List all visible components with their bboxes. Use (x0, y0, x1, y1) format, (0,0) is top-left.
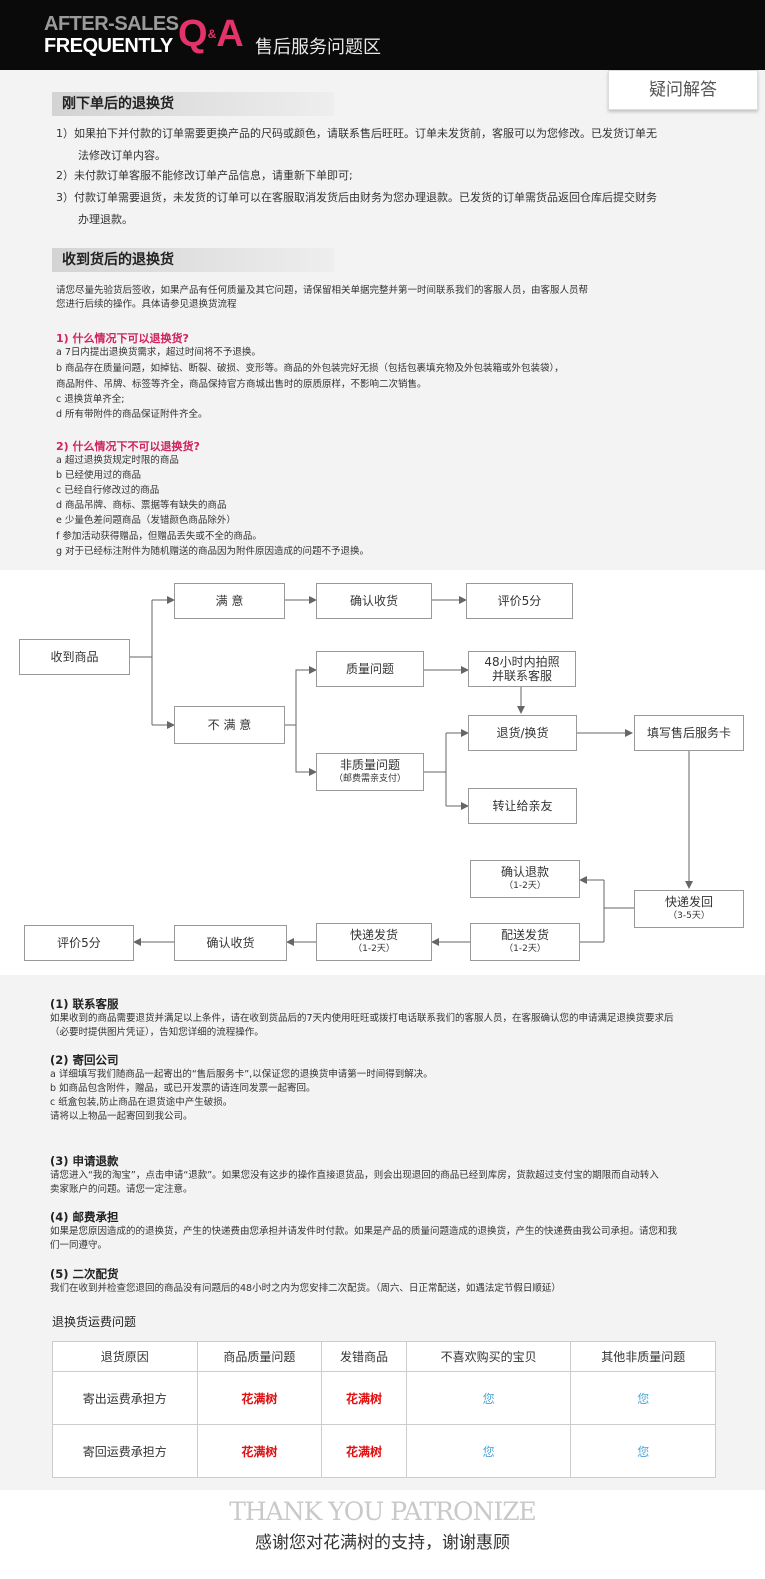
s1-line: 办理退款。 (78, 213, 133, 226)
flow-express-send: 快递发货（1-2天） (316, 923, 432, 961)
note-line: a 详细填写我们随商品一起寄出的“售后服务卡”,以保证您的退换货申请第一时间得到… (50, 1069, 433, 1080)
table-header-cell: 退货原因 (52, 1341, 198, 1372)
s1-line: 1）如果拍下并付款的订单需要更换产品的尺码或颜色，请联系售后旺旺。订单未发货前，… (56, 127, 657, 140)
cannot-item: e 少量色差问题商品（发错颜色商品除外） (56, 515, 236, 526)
table-cell: 花满树 (196, 1371, 323, 1425)
header-cn-title: 售后服务问题区 (255, 37, 381, 58)
flow-unsatisfied: 不 满 意 (174, 706, 285, 744)
header-banner: AFTER-SALES FREQUENTLY Q&A 售后服务问题区 (0, 0, 765, 70)
cannot-return-heading: 2) 什么情况下不可以退换货? (56, 440, 200, 453)
header-en-line2: FREQUENTLY (44, 35, 173, 57)
note-line: 请将以上物品一起寄回到我公司。 (50, 1111, 193, 1122)
flow-return-exchange: 退货/换货 (468, 715, 577, 751)
note-line: 请您进入“我的淘宝”，点击申请“退款”。如果您没有这步的操作直接退货品，则会出现… (50, 1170, 659, 1181)
table-cell: 花满树 (196, 1424, 323, 1478)
flow-transfer: 转让给亲友 (468, 788, 577, 824)
can-item: b 商品存在质量问题，如掉钻、断裂、破损、变形等。商品的外包装完好无损（包括包裹… (56, 363, 564, 374)
flow-fill-card: 填写售后服务卡 (634, 715, 744, 751)
section-title-after-receipt: 收到货后的退换货 (52, 248, 334, 272)
table-cell: 花满树 (321, 1371, 407, 1425)
note-heading: (1) 联系客服 (50, 997, 119, 1011)
table-cell: 寄回运费承担方 (52, 1424, 198, 1478)
can-return-heading: 1) 什么情况下可以退换货? (56, 332, 189, 345)
note-line: 们一同遵守。 (50, 1240, 108, 1251)
flow-express-back: 快递发回（3-5天） (634, 890, 744, 928)
s1-line: 法修改订单内容。 (78, 149, 166, 162)
can-item: c 退换货单齐全; (56, 394, 125, 405)
table-cell: 您 (405, 1424, 572, 1478)
table-cell: 您 (570, 1371, 716, 1425)
table-cell: 寄出运费承担方 (52, 1371, 198, 1425)
thanks-chinese: 感谢您对花满树的支持，谢谢惠顾 (255, 1533, 510, 1553)
flow-connectors (130, 596, 693, 946)
flow-photo-contact: 48小时内拍照并联系客服 (468, 651, 576, 687)
flow-confirm-receipt: 确认收货 (316, 583, 432, 619)
note-line: 我们在收到并检查您退回的商品没有问题后的48小时之内为您安排二次配货。（周六、日… (50, 1283, 561, 1294)
cannot-item: f 参加活动获得赠品，但赠品丢失或不全的商品。 (56, 531, 262, 542)
note-heading: (5) 二次配货 (50, 1267, 119, 1281)
return-flowchart: 收到商品 满 意 确认收货 评价5分 不 满 意 质量问题 48小时内拍照并联系… (0, 570, 765, 975)
table-cell: 花满树 (321, 1424, 407, 1478)
note-line: 卖家账户的问题。请您一定注意。 (50, 1184, 193, 1195)
flow-non-quality: 非质量问题（邮费需亲支付） (316, 753, 424, 791)
note-line: c 纸盒包装,防止商品在退货途中产生破损。 (50, 1097, 233, 1108)
faq-tab[interactable]: 疑问解答 (608, 70, 758, 110)
flow-review: 评价5分 (466, 583, 573, 619)
header-qa-logo: Q&A (178, 13, 244, 55)
table-row: 寄出运费承担方 花满树 花满树 您 您 (52, 1371, 716, 1425)
s1-line: 2）未付款订单客服不能修改订单产品信息，请重新下单即可; (56, 169, 353, 182)
s2-intro: 请您尽量先验货后签收，如果产品有任何质量及其它问题，请保留相关单据完整并第一时间… (56, 285, 589, 296)
table-header-cell: 其他非质量问题 (570, 1341, 716, 1372)
note-heading: (4) 邮费承担 (50, 1210, 119, 1224)
header-en-title: AFTER-SALES FREQUENTLY (44, 14, 179, 56)
flow-dispatch: 配送发货（1-2天） (470, 923, 580, 961)
flow-quality-issue: 质量问题 (316, 651, 424, 687)
table-header-cell: 发错商品 (321, 1341, 407, 1372)
s2-intro: 您进行后续的操作。具体请参见退换货流程 (56, 299, 237, 310)
cannot-item: b 已经使用过的商品 (56, 470, 142, 481)
table-header-cell: 不喜欢购买的宝贝 (405, 1341, 572, 1372)
note-heading: (3) 申请退款 (50, 1154, 119, 1168)
cannot-item: d 商品吊牌、商标、票据等有缺失的商品 (56, 500, 227, 511)
fee-table-title: 退换货运费问题 (52, 1315, 137, 1329)
flow-review-final: 评价5分 (24, 925, 134, 961)
note-line: b 如商品包含附件，赠品，或已开发票的请连同发票一起寄回。 (50, 1083, 316, 1094)
cannot-item: c 已经自行修改过的商品 (56, 485, 160, 496)
note-line: （必要时提供图片凭证），告知您详细的流程操作。 (50, 1027, 264, 1038)
flow-confirm-refund: 确认退款（1-2天） (470, 860, 580, 898)
table-header-row: 退货原因 商品质量问题 发错商品 不喜欢购买的宝贝 其他非质量问题 (52, 1341, 716, 1372)
section-title-after-order: 刚下单后的退换货 (52, 92, 334, 116)
flow-confirm-receipt-final: 确认收货 (174, 925, 287, 961)
note-line: 如果收到的商品需要退货并满足以上条件，请在收到货品后的7天内使用旺旺或拨打电话联… (50, 1013, 674, 1024)
shipping-fee-table: 退货原因 商品质量问题 发错商品 不喜欢购买的宝贝 其他非质量问题 寄出运费承担… (52, 1341, 716, 1478)
header-en-line1: AFTER-SALES (44, 13, 179, 35)
note-heading: (2) 寄回公司 (50, 1053, 119, 1067)
table-header-cell: 商品质量问题 (196, 1341, 323, 1372)
table-row: 寄回运费承担方 花满树 花满树 您 您 (52, 1424, 716, 1478)
thanks-english: THANK YOU PATRONIZE (229, 1497, 537, 1526)
can-item: a 7日内提出退换货需求，超过时间将不予退换。 (56, 347, 261, 358)
cannot-item: a 超过退换货规定时限的商品 (56, 455, 179, 466)
flow-satisfied: 满 意 (174, 583, 285, 619)
flow-receive: 收到商品 (19, 639, 130, 675)
s1-line: 3）付款订单需要退货，未发货的订单可以在客服取消发货后由财务为您办理退款。已发货… (56, 191, 657, 204)
cannot-item: g 对于已经标注附件为随机赠送的商品因为附件原因造成的问题不予退换。 (56, 546, 370, 557)
table-cell: 您 (405, 1371, 572, 1425)
faq-section-background (0, 70, 765, 570)
table-cell: 您 (570, 1424, 716, 1478)
can-item: 商品附件、吊牌、标签等齐全，商品保持官方商城出售时的原质原样，不影响二次销售。 (56, 379, 427, 390)
note-line: 如果是您原因造成的的退换货，产生的快递费由您承担并请发件时付款。如果是产品的质量… (50, 1226, 678, 1237)
can-item: d 所有带附件的商品保证附件齐全。 (56, 409, 208, 420)
